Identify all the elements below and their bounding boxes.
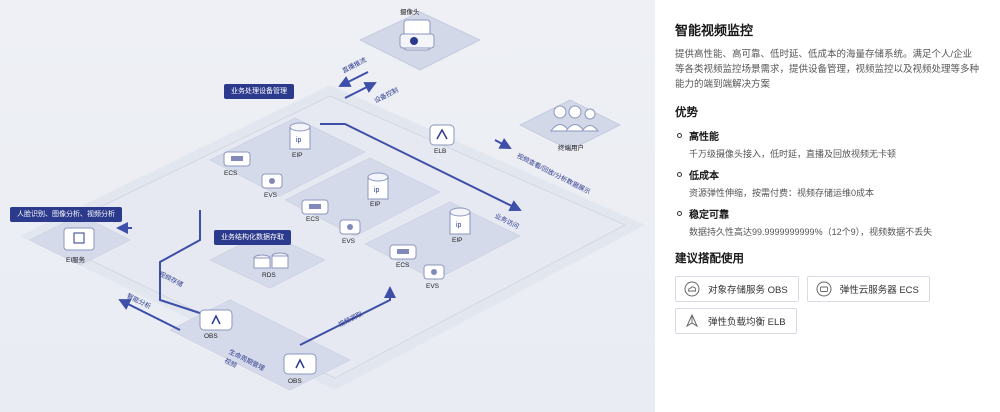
label-ecs-1: ECS [224,170,238,177]
label-rds: RDS [262,272,276,279]
tag-business-mgmt: 业务处理设备管理 [224,84,294,99]
advantage-title: 高性能 [689,132,719,143]
eip-icon-1: ip [289,122,311,150]
eip-icon-2: ip [367,172,389,200]
cloud-server-icon [816,281,832,297]
recommend-label: 弹性负载均衡 ELB [708,317,786,328]
obs-icon-1 [199,309,233,331]
label-obs-1: OBS [204,333,218,340]
recommend-label: 对象存储服务 OBS [708,285,788,296]
diagram-canvas: ip ip ip [20,11,645,391]
solution-info-panel: 智能视频监控 提供高性能、高可靠、低时延、低成本的海量存储系统。满足个人/企业等… [655,0,1000,412]
ecs-icon-2 [301,199,329,215]
label-camera: 摄像头 [400,9,420,16]
evs-icon-3 [423,264,445,280]
label-eip-1: EIP [292,152,303,159]
evs-icon-1 [261,173,283,189]
advantage-title: 低成本 [689,171,719,182]
label-ei: EI服务 [66,257,86,264]
tag-face-recognition: 人脸识别、图像分析、视频分析 [10,207,122,222]
svg-text:ip: ip [374,187,380,194]
flow-lines [116,71,522,346]
advantages-heading: 优势 [675,107,698,119]
label-ecs-2: ECS [306,216,320,223]
recommend-obs-button[interactable]: 对象存储服务 OBS [675,276,799,302]
evs-icon-2 [339,219,361,235]
svg-text:ip: ip [296,137,302,144]
label-terminal-user: 终端用户 [558,145,584,152]
rds-icon [253,252,289,269]
label-eip-2: EIP [370,201,381,208]
advantage-desc: 资源弹性伸缩，按需付费：视频存储运维0成本 [689,188,875,198]
svg-text:ip: ip [456,222,462,229]
recommend-ecs-button[interactable]: 弹性云服务器 ECS [806,276,930,302]
ecs-cluster-slab-3 [364,201,521,281]
bullet-icon [677,211,682,216]
ecs-cluster-slab-2 [284,157,441,237]
label-ecs-3: ECS [396,262,410,269]
panel-title: 智能视频监控 [675,23,754,38]
bullet-icon [677,172,682,177]
advantage-desc: 千万级摄像头接入，低时延，直播及回放视频无卡顿 [689,149,897,159]
advantage-item: 高性能 千万级摄像头接入，低时延，直播及回放视频无卡顿 [675,128,980,160]
panel-description: 提供高性能、高可靠、低时延、低成本的海量存储系统。满足个人/企业等各类视频监控场… [675,49,980,90]
obs-icon-2 [283,353,317,375]
camera-icon [399,19,435,51]
recommend-heading: 建议搭配使用 [675,253,744,265]
advantage-item: 低成本 资源弹性伸缩，按需付费：视频存储运维0成本 [675,167,980,199]
tag-structured-storage: 业务结构化数据存取 [214,230,291,245]
ecs-cluster-slab-1 [209,117,366,197]
recommend-label: 弹性云服务器 ECS [839,285,919,296]
label-elb: ELB [434,148,447,155]
advantage-desc: 数据持久性高达99.9999999999%（12个9），视频数据不丢失 [689,227,933,237]
label-evs-1: EVS [264,192,278,199]
users-icon [550,105,599,132]
cloud-storage-icon [684,281,700,297]
recommend-elb-button[interactable]: 弹性负载均衡 ELB [675,308,797,334]
label-eip-3: EIP [452,237,463,244]
ei-icon [63,227,95,251]
ecs-icon-1 [223,151,251,167]
advantage-item: 稳定可靠 数据持久性高达99.9999999999%（12个9），视频数据不丢失 [675,206,980,238]
advantage-title: 稳定可靠 [689,210,729,221]
recommend-list: 对象存储服务 OBS 弹性云服务器 ECS 弹性负载均衡 ELB [675,276,980,334]
label-evs-2: EVS [342,238,356,245]
load-balancer-icon [685,313,699,328]
label-obs-2: OBS [288,378,302,385]
ecs-icon-3 [389,244,417,260]
eip-icon-3: ip [449,207,471,235]
elb-icon [429,124,455,146]
architecture-diagram: ip ip ip [0,0,655,412]
label-evs-3: EVS [426,283,440,290]
bullet-icon [677,133,682,138]
